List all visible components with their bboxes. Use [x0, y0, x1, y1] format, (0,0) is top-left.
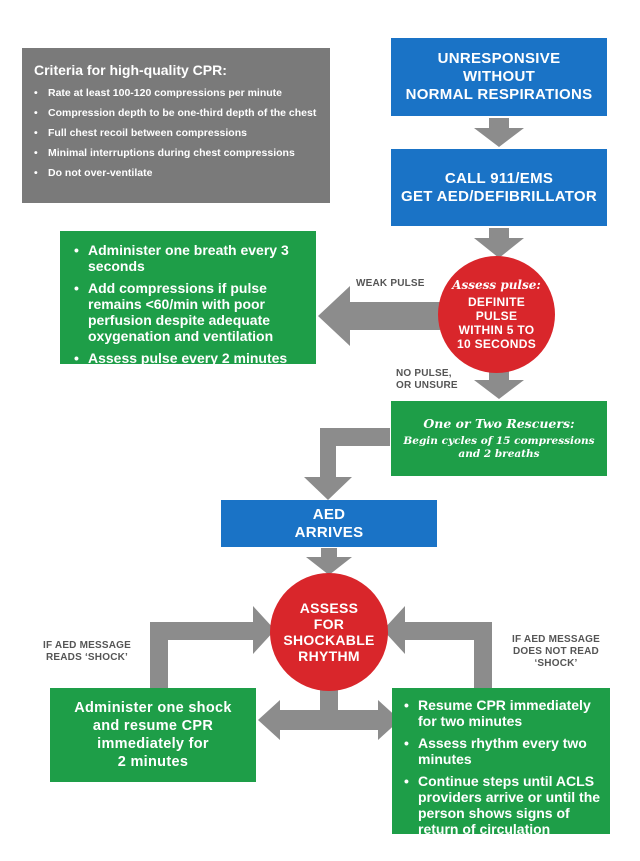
- rhythm-line1: ASSESS: [299, 600, 359, 616]
- shock-box: Administer one shock and resume CPR imme…: [50, 688, 256, 782]
- criteria-item: Rate at least 100-120 compressions per m…: [34, 87, 318, 100]
- shock-line2: and resume CPR: [92, 718, 214, 734]
- aed-arrives-box: AED ARRIVES: [221, 500, 437, 547]
- no-shock-line1: IF AED MESSAGE: [512, 634, 600, 645]
- call-ems-box: CALL 911/EMS GET AED/DEFIBRILLATOR: [391, 149, 607, 226]
- shock-line3: immediately for: [97, 736, 209, 752]
- criteria-list: Rate at least 100-120 compressions per m…: [34, 87, 318, 180]
- no-shock-line3: ‘SHOCK’: [534, 658, 578, 669]
- call-line2: GET AED/DEFIBRILLATOR: [400, 187, 598, 205]
- arrow-elbow-to-aed: [304, 428, 390, 500]
- arrow-loop-right: [383, 606, 492, 688]
- criteria-item: Full chest recoil between compressions: [34, 127, 318, 140]
- unresponsive-line3: NORMAL RESPIRATIONS: [405, 86, 593, 103]
- rhythm-line3: SHOCKABLE: [283, 632, 375, 648]
- no-pulse-line2: OR UNSURE: [396, 380, 458, 391]
- no-shock-label: IF AED MESSAGE DOES NOT READ ‘SHOCK’: [512, 634, 600, 670]
- shock-label: IF AED MESSAGE READS ‘SHOCK’: [43, 640, 131, 664]
- unresponsive-line1: UNRESPONSIVE: [437, 50, 561, 67]
- no-pulse-label: NO PULSE, OR UNSURE: [396, 368, 458, 392]
- arrow-left-weak-pulse: [318, 286, 440, 346]
- rhythm-line2: FOR: [313, 616, 345, 632]
- rescue-breathing-box: Administer one breath every 3 seconds Ad…: [60, 231, 316, 366]
- arrow-down-1: [474, 118, 524, 147]
- criteria-box: Criteria for high-quality CPR: Rate at l…: [22, 48, 330, 203]
- rhythm-line4: RHYTHM: [298, 648, 360, 664]
- shock-line4: 2 minutes: [117, 754, 189, 770]
- aed-line2: ARRIVES: [294, 523, 364, 541]
- call-line1: CALL 911/EMS: [444, 169, 554, 187]
- arrow-down-3: [474, 368, 524, 399]
- assess-pulse-heading: Assess pulse:: [452, 278, 541, 292]
- shock-label-line2: READS ‘SHOCK’: [45, 652, 129, 663]
- rescue-breathing-item: Administer one breath every 3 seconds: [74, 242, 306, 274]
- criteria-item: Compression depth to be one-third depth …: [34, 107, 318, 120]
- arrow-down-2: [474, 228, 524, 258]
- resume-cpr-list: Resume CPR immediately for two minutes A…: [404, 697, 602, 837]
- assess-pulse-line1: DEFINITE: [467, 295, 526, 309]
- assess-pulse-line4: 10 SECONDS: [456, 337, 537, 351]
- criteria-item: Minimal interruptions during chest compr…: [34, 147, 318, 160]
- weak-pulse-label: WEAK PULSE: [356, 278, 425, 289]
- arrow-loop-left: [150, 606, 275, 688]
- rescuers-box: One or Two Rescuers: Begin cycles of 15 …: [391, 401, 607, 476]
- assess-rhythm-circle: ASSESS FOR SHOCKABLE RHYTHM: [270, 573, 388, 691]
- criteria-title: Criteria for high-quality CPR:: [34, 62, 227, 78]
- rescuers-line2: and 2 breaths: [458, 448, 540, 460]
- shock-line1: Administer one shock: [74, 700, 232, 716]
- unresponsive-box: UNRESPONSIVE WITHOUT NORMAL RESPIRATIONS: [391, 38, 607, 116]
- rescuers-line1: Begin cycles of 15 compressions: [403, 435, 595, 447]
- aed-line1: AED: [312, 505, 346, 523]
- no-pulse-line1: NO PULSE,: [396, 368, 452, 379]
- assess-pulse-circle: Assess pulse: DEFINITE PULSE WITHIN 5 TO…: [438, 256, 555, 373]
- arrow-double-horizontal: [258, 700, 400, 740]
- no-shock-line2: DOES NOT READ: [513, 646, 599, 657]
- rescue-breathing-item: Add compressions if pulse remains <60/mi…: [74, 280, 306, 344]
- unresponsive-line2: WITHOUT: [462, 68, 536, 85]
- rescue-breathing-item: Assess pulse every 2 minutes: [74, 350, 306, 366]
- criteria-item: Do not over-ventilate: [34, 167, 318, 180]
- resume-cpr-item: Resume CPR immediately for two minutes: [404, 697, 602, 729]
- resume-cpr-item: Assess rhythm every two minutes: [404, 735, 602, 767]
- resume-cpr-box: Resume CPR immediately for two minutes A…: [392, 688, 610, 837]
- rescue-breathing-list: Administer one breath every 3 seconds Ad…: [74, 242, 306, 366]
- rescuers-heading: One or Two Rescuers:: [423, 416, 575, 431]
- assess-pulse-line3: WITHIN 5 TO: [458, 323, 535, 337]
- arrow-down-4: [306, 548, 352, 575]
- shock-label-line1: IF AED MESSAGE: [43, 640, 131, 651]
- arrow-stem-down: [320, 688, 338, 710]
- resume-cpr-item: Continue steps until ACLS providers arri…: [404, 773, 602, 837]
- assess-pulse-line2: PULSE: [475, 309, 518, 323]
